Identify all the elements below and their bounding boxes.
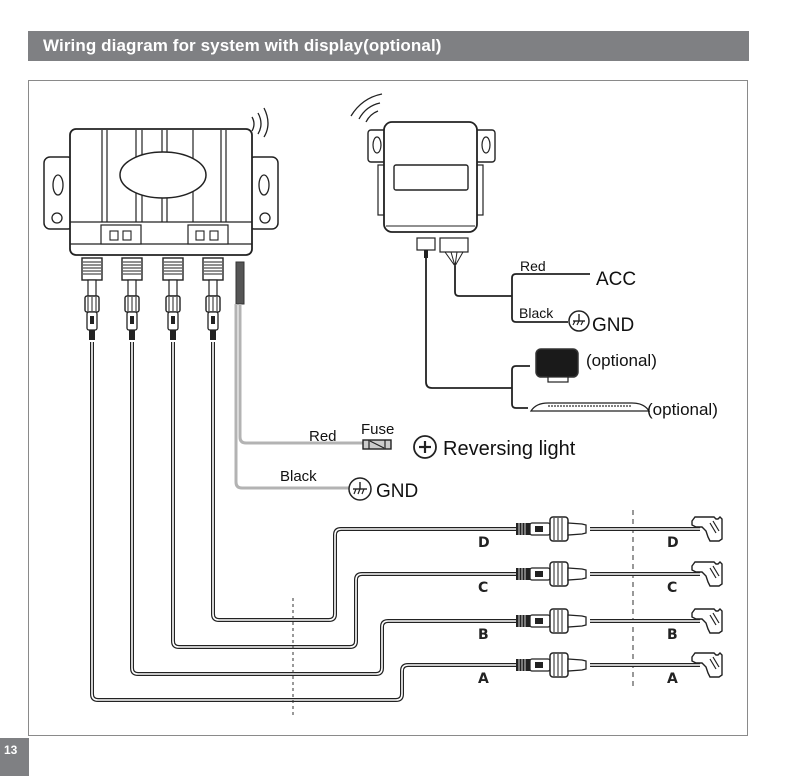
wire-b-outline [130,342,520,676]
port-connector-b [121,257,143,341]
port-connector-c [162,257,184,341]
display-bar-icon [529,402,651,412]
wireless-signal-icon [251,107,269,138]
sensor-left-label: B [478,627,489,643]
display-monitor-icon [535,348,579,383]
sensor-left-label: C [478,580,488,596]
sensor-left-label: D [478,535,490,551]
page-number-tab: 13 [0,738,29,776]
sensor-right-label: C [667,580,677,596]
receiver-wiring [425,258,590,409]
power-cable [234,261,365,490]
reversing-light-label: Reversing light [443,438,576,460]
diagram-frame [28,80,748,736]
receiver-red-label: Red [520,258,546,274]
ground-icon [568,310,590,332]
inline-connector-icon [515,561,587,587]
port-connector-a [81,257,103,341]
inline-connector-icon [515,652,587,678]
power-red-label: Red [309,428,337,445]
receiver-acc-label: ACC [596,269,636,290]
inline-connector-icon [515,608,587,634]
red-power-wire [238,304,365,445]
port-connector-d [202,257,224,341]
wire-b-core [131,342,520,675]
section-header: Wiring diagram for system with display(o… [28,31,749,61]
plus-circle-icon [413,435,437,459]
receiver-black-label: Black [519,305,554,321]
wireless-receiver [350,93,496,267]
main-control-box [43,107,279,256]
wire-d-core [212,342,520,621]
black-power-wire [234,304,349,490]
sensor-port-connectors [81,257,224,341]
ground-icon [348,477,372,501]
fuse-icon [362,439,392,450]
wire-a-core [91,342,520,701]
sensor-right-label: B [667,627,678,643]
optional-bar-label: (optional) [647,400,718,419]
receiver-gnd-label: GND [592,315,634,336]
sensor-right-label: D [667,535,679,551]
wire-c-core [172,342,520,648]
optional-monitor-label: (optional) [586,351,657,370]
power-gnd-label: GND [376,481,418,502]
page-number: 13 [4,743,18,757]
power-cable-sleeve [235,261,245,305]
sensor-left-label: A [478,671,489,687]
inline-connector-icon [515,516,587,542]
sensor-right-label: A [667,671,678,687]
sensor-wires [90,342,520,702]
wireless-signal-icon [350,93,383,123]
fuse-label: Fuse [361,421,394,438]
power-black-label: Black [280,468,317,485]
page-title: Wiring diagram for system with display(o… [43,36,442,55]
